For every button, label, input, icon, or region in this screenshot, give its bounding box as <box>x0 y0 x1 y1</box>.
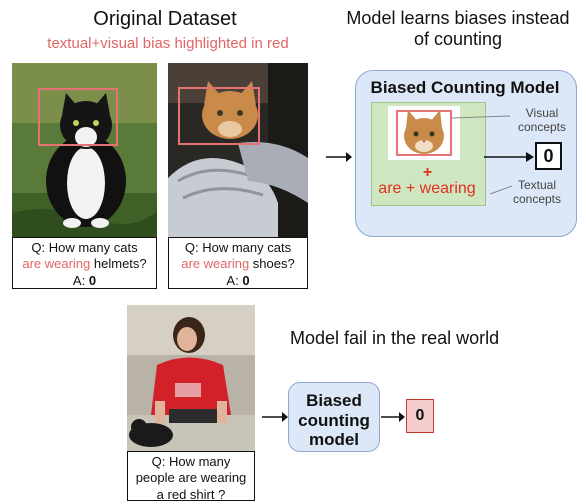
real-world-output-box: 0 <box>406 399 434 433</box>
biased-model-title: Biased Counting Model <box>370 78 560 97</box>
answer-1-label: A: <box>72 272 89 288</box>
cat-photo-1 <box>12 63 157 238</box>
person-photo <box>127 305 255 451</box>
visual-concepts-label: Visual concepts <box>512 106 572 135</box>
cat-photo-2 <box>168 63 308 238</box>
question-2-line1: Q: How many cats <box>184 240 292 255</box>
visual-bias-highlight-1 <box>38 88 118 146</box>
bcm-line2: counting <box>298 410 370 430</box>
real-world-caption: Model fail in the real world <box>290 328 500 348</box>
dataset-title: Original Dataset <box>93 8 237 30</box>
question-2-bias: are wearing <box>181 256 250 272</box>
arrow-to-output <box>484 152 534 162</box>
concept-pointer-lines <box>451 115 513 195</box>
bcm-line3: model <box>308 430 360 450</box>
question-1-line1: Q: How many cats <box>31 240 138 255</box>
visual-concept-highlight <box>396 110 452 156</box>
model-learns-title: Model learns biases instead of counting <box>330 8 586 49</box>
model-learns-line2: of counting <box>413 28 503 49</box>
cat-thumbnail <box>388 106 460 160</box>
answer-1: A: 0 <box>13 273 156 289</box>
question-2-line2: are wearing shoes? <box>169 256 307 272</box>
model-output-box: 0 <box>535 142 562 170</box>
arrow-to-model <box>326 152 352 162</box>
bcm-line1: Biased <box>306 391 362 410</box>
model-learns-line1: Model learns biases instead <box>346 8 570 28</box>
arrow-to-biased-model <box>262 412 288 422</box>
textual-label-line2: concepts <box>512 192 562 207</box>
question-2-suffix: shoes? <box>249 256 295 272</box>
bias-subtitle: textual+visual bias highlighted in red <box>47 35 289 52</box>
real-world-question-box: Q: How many people are wearing a red shi… <box>127 451 255 502</box>
plus-sign: + <box>422 164 433 181</box>
answer-2-label: A: <box>226 272 243 288</box>
question-box-2: Q: How many cats are wearing shoes? A: 0 <box>168 237 308 289</box>
question-1-suffix: helmets? <box>90 256 147 272</box>
answer-1-value: 0 <box>88 272 97 288</box>
answer-2-value: 0 <box>242 272 250 288</box>
textual-label-line1: Textual <box>517 178 557 192</box>
question-1-line2: are wearing helmets? <box>13 256 156 272</box>
real-world-question: Q: How many people are wearing a red shi… <box>135 454 247 502</box>
textual-bias-text: are + wearing <box>378 180 476 197</box>
textual-concepts-label: Textual concepts <box>505 178 569 207</box>
arrow-to-real-output <box>381 412 405 422</box>
visual-label-line2: concepts <box>517 120 567 135</box>
question-1-bias: are wearing <box>22 256 91 272</box>
question-box-1: Q: How many cats are wearing helmets? A:… <box>12 237 157 289</box>
biased-counting-model-box: Biased counting model <box>288 382 380 452</box>
visual-bias-highlight-2 <box>178 87 260 145</box>
visual-label-line1: Visual <box>525 106 559 120</box>
answer-2: A: 0 <box>169 273 307 289</box>
